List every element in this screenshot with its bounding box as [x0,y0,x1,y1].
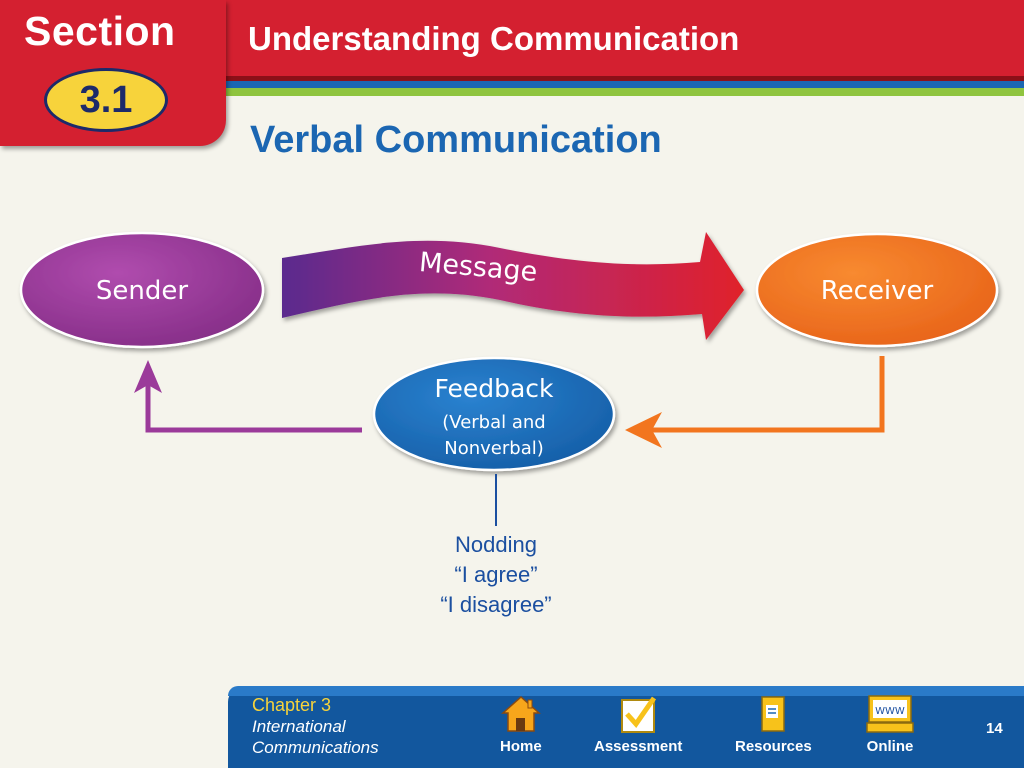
example-item: “I disagree” [440,592,552,617]
footer-chapter-number: Chapter 3 [252,695,332,715]
nav-resources-label: Resources [735,738,812,755]
message-arrow [282,232,744,340]
feedback-sub1: (Verbal and [442,412,545,433]
feedback-title: Feedback [434,374,554,403]
sender-label: Sender [96,276,188,306]
section-label: Section [24,8,176,54]
header-stripe-green [226,88,1024,96]
receiver-label: Receiver [821,276,934,306]
nav-online-button[interactable]: WWW Online [866,694,914,755]
nav-online-label: Online [866,738,914,755]
footer-highlight [228,686,1024,696]
feedback-examples: Nodding “I agree” “I disagree” [396,530,596,620]
slide-title: Verbal Communication [250,119,662,161]
sender-arrowhead [134,360,162,393]
sender-node [19,231,265,349]
chapter-title: Understanding Communication [248,20,740,57]
example-item: Nodding [455,532,537,557]
feedback-to-sender-connector [145,385,362,433]
header-shadow [226,76,1024,81]
checkbox-icon [621,696,657,733]
nav-home-button[interactable]: Home [500,694,542,755]
www-text: WWW [875,706,905,717]
page-number: 14 [986,720,1003,737]
nav-assessment-button[interactable]: Assessment [594,694,682,755]
nav-resources-button[interactable]: Resources [735,694,812,755]
footer-chapter-name: International Communications [252,717,379,757]
home-icon [500,695,541,732]
book-icon [761,696,786,732]
header-stripe-blue [226,81,1024,88]
nav-assessment-label: Assessment [594,738,683,755]
feedback-node [372,356,616,472]
receiver-node [755,232,999,348]
example-item: “I agree” [454,562,538,587]
nav-home-label: Home [500,738,542,755]
www-monitor-icon: WWW [866,695,914,733]
section-number-badge: 3.1 [44,68,168,132]
feedback-sub2: Nonverbal) [444,438,544,459]
feedback-arrowhead [625,412,662,448]
receiver-to-feedback-connector [640,356,885,433]
